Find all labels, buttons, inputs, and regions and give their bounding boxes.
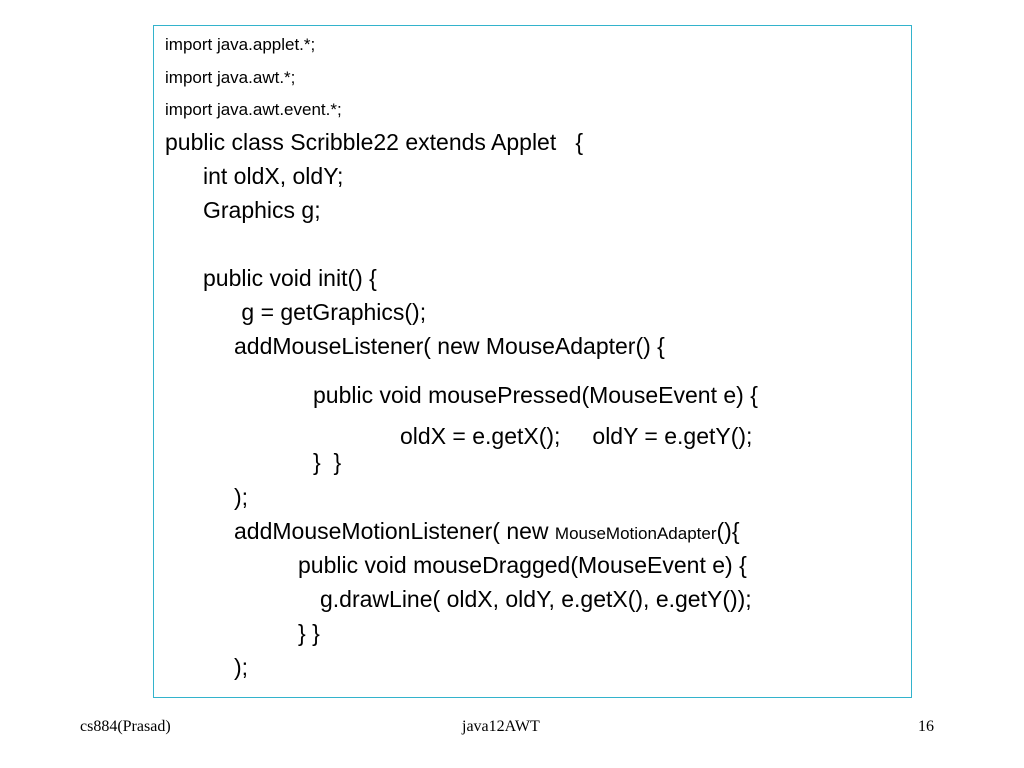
code-line-graphics: Graphics g; [203,197,321,223]
code-box [153,25,912,698]
code-text-add-motion: addMouseMotionListener( new [234,518,555,544]
code-text-motion-adapter: MouseMotionAdapter [554,524,717,543]
code-line-draw-line: g.drawLine( oldX, oldY, e.getX(), e.getY… [320,586,752,612]
code-line-add-motion-listener: addMouseMotionListener( new MouseMotionA… [234,520,740,543]
code-line-close-braces-2: } } [298,620,320,646]
code-text-open-brace: (){ [716,518,740,544]
code-line-close-paren-2: ); [234,654,249,680]
code-line-getgraphics: g = getGraphics(); [235,299,427,325]
code-line-mouse-dragged: public void mouseDragged(MouseEvent e) { [298,552,747,578]
code-line-mouse-pressed: public void mousePressed(MouseEvent e) { [313,382,758,408]
code-line-init: public void init() { [203,265,377,291]
code-line-add-mouse-listener: addMouseListener( new MouseAdapter() { [234,333,665,359]
code-line-get-xy: oldX = e.getX(); oldY = e.getY(); [400,423,753,449]
code-line-fields: int oldX, oldY; [203,163,344,189]
code-line-import-event: import java.awt.event.*; [165,100,342,119]
code-line-close-paren-1: ); [234,484,249,510]
code-line-import-applet: import java.applet.*; [165,35,316,54]
footer-title: java12AWT [462,718,540,735]
code-line-close-braces-1: } } [313,449,342,475]
page-number: 16 [918,718,934,735]
code-line-class-decl: public class Scribble22 extends Applet { [165,129,584,155]
code-line-import-awt: import java.awt.*; [165,68,296,87]
footer-author: cs884(Prasad) [80,718,171,735]
